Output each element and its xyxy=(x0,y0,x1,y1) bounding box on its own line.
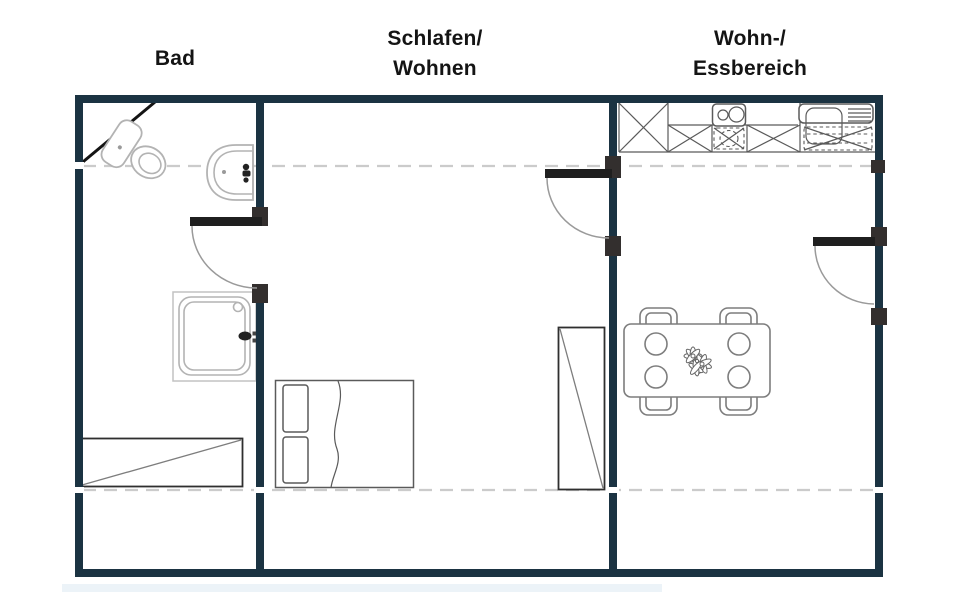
entrance-door xyxy=(813,160,887,325)
room-label-bad: Bad xyxy=(110,44,240,74)
kitchen-counter xyxy=(618,102,876,153)
interior-walls xyxy=(256,95,617,577)
cooktop-icon xyxy=(711,103,747,127)
plate-icon xyxy=(727,332,751,356)
dishwasher-icon xyxy=(803,126,873,151)
plate-icon xyxy=(644,332,668,356)
interior-door-living xyxy=(545,156,621,256)
room-label-wohn-essbereich: Wohn-/ Essbereich xyxy=(655,24,845,84)
plant-centerpiece-icon xyxy=(683,346,712,377)
room-label-line: Schlafen/ xyxy=(387,27,483,50)
wall-dash-notches xyxy=(74,162,884,493)
oven-icon xyxy=(713,127,745,150)
interior-door-bad xyxy=(190,207,268,303)
wall-post-block xyxy=(871,160,885,173)
washbasin-icon xyxy=(206,144,254,201)
wardrobe-icon xyxy=(557,326,606,491)
exterior-walls xyxy=(75,95,883,577)
toilet-icon xyxy=(100,119,167,180)
dining-table-icon xyxy=(623,323,771,398)
plate-icon xyxy=(727,365,751,389)
room-label-line: Essbereich xyxy=(692,57,808,80)
room-label-line: Wohn-/ xyxy=(714,27,786,50)
plate-icon xyxy=(644,365,668,389)
wall-handle-icon xyxy=(238,331,257,343)
roof-window-bad xyxy=(79,437,244,488)
kitchen-sink-icon xyxy=(798,103,874,145)
room-label-line: Bad xyxy=(154,47,196,70)
room-label-schlafen-wohnen: Schlafen/ Wohnen xyxy=(345,24,525,84)
scan-shadow xyxy=(62,584,662,592)
room-label-line: Wohnen xyxy=(393,57,477,80)
bed-icon xyxy=(274,379,415,489)
